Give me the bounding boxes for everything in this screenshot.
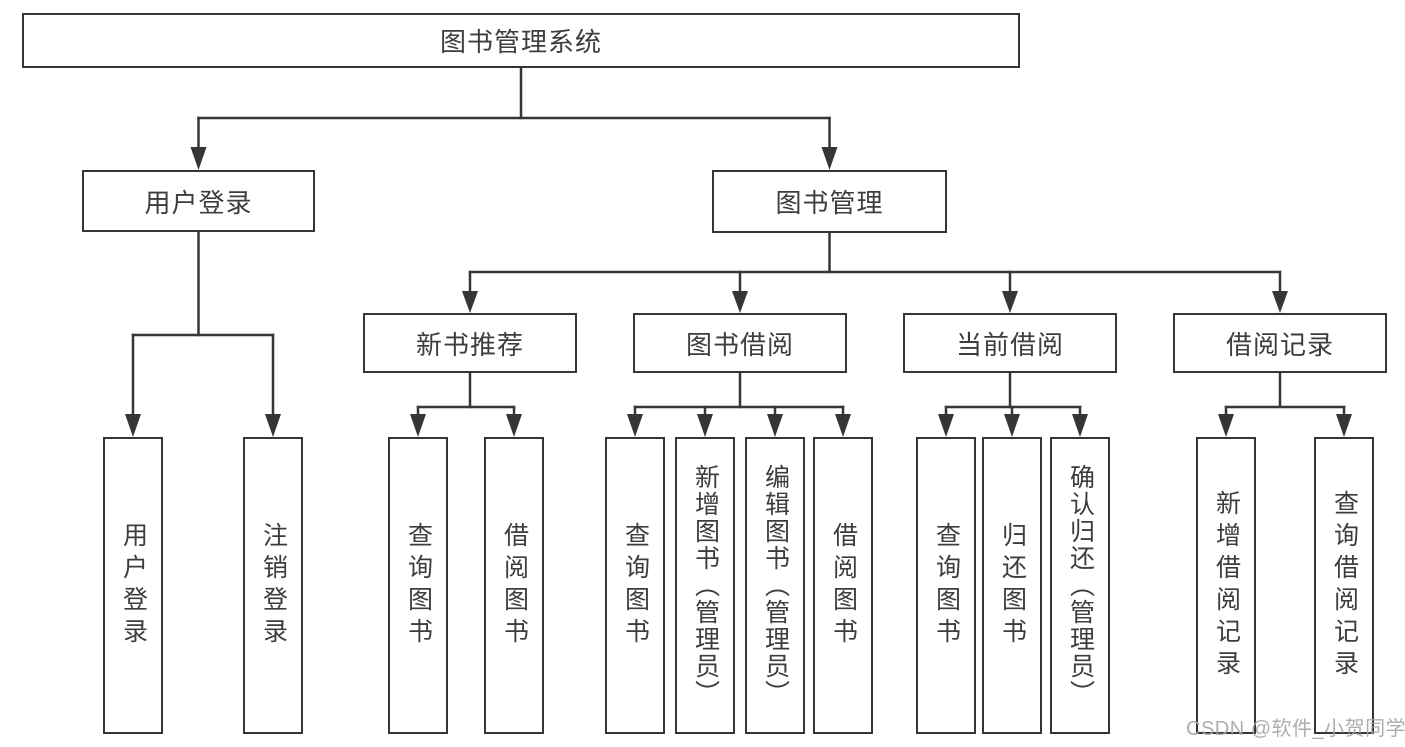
node-label: 当前借阅: [955, 329, 1064, 360]
node-current-borrowing: 当前借阅: [903, 313, 1117, 373]
node-leaf-query-books-borrowing: 查询图书: [605, 437, 665, 734]
node-label: 查询借阅记录: [1330, 489, 1359, 682]
node-label: 图书管理系统: [439, 27, 602, 57]
node-label: 查询图书: [621, 521, 650, 650]
node-label: 新增借阅记录: [1212, 489, 1241, 682]
node-label: 新增图书（管理员）: [691, 464, 720, 707]
node-leaf-add-book-admin: 新增图书（管理员）: [675, 437, 735, 734]
node-leaf-logout: 注销登录: [243, 437, 303, 734]
node-label: 查询图书: [404, 521, 433, 650]
node-leaf-return-book: 归还图书: [982, 437, 1042, 734]
node-label: 用户登录: [144, 187, 253, 218]
node-leaf-edit-book-admin: 编辑图书（管理员）: [745, 437, 805, 734]
node-book-management: 图书管理: [712, 170, 947, 233]
node-leaf-query-books-recommend: 查询图书: [388, 437, 448, 734]
node-user-login: 用户登录: [82, 170, 315, 232]
node-label: 归还图书: [998, 521, 1027, 650]
node-label: 借阅图书: [500, 521, 529, 650]
node-library-management-system: 图书管理系统: [22, 13, 1020, 68]
node-label: 确认归还（管理员）: [1066, 464, 1095, 707]
node-book-borrowing: 图书借阅: [633, 313, 847, 373]
node-borrow-records: 借阅记录: [1173, 313, 1387, 373]
node-leaf-borrow-books: 借阅图书: [813, 437, 873, 734]
node-label: 图书管理: [775, 188, 884, 218]
node-leaf-user-login: 用户登录: [103, 437, 163, 734]
node-label: 借阅图书: [829, 521, 858, 650]
node-label: 新书推荐: [415, 329, 524, 360]
node-new-book-recommend: 新书推荐: [363, 313, 577, 373]
node-leaf-query-books-current: 查询图书: [916, 437, 976, 734]
node-leaf-confirm-return-admin: 确认归还（管理员）: [1050, 437, 1110, 734]
node-label: 图书借阅: [685, 329, 794, 360]
node-leaf-query-borrow-record: 查询借阅记录: [1314, 437, 1374, 734]
node-label: 用户登录: [119, 521, 148, 650]
node-leaf-add-borrow-record: 新增借阅记录: [1196, 437, 1256, 734]
node-leaf-borrow-books-recommend: 借阅图书: [484, 437, 544, 734]
node-label: 查询图书: [932, 521, 961, 650]
watermark: CSDN @软件_小贺同学: [1186, 718, 1405, 740]
node-label: 借阅记录: [1225, 329, 1334, 360]
node-label: 注销登录: [259, 521, 288, 650]
node-label: 编辑图书（管理员）: [761, 464, 790, 707]
